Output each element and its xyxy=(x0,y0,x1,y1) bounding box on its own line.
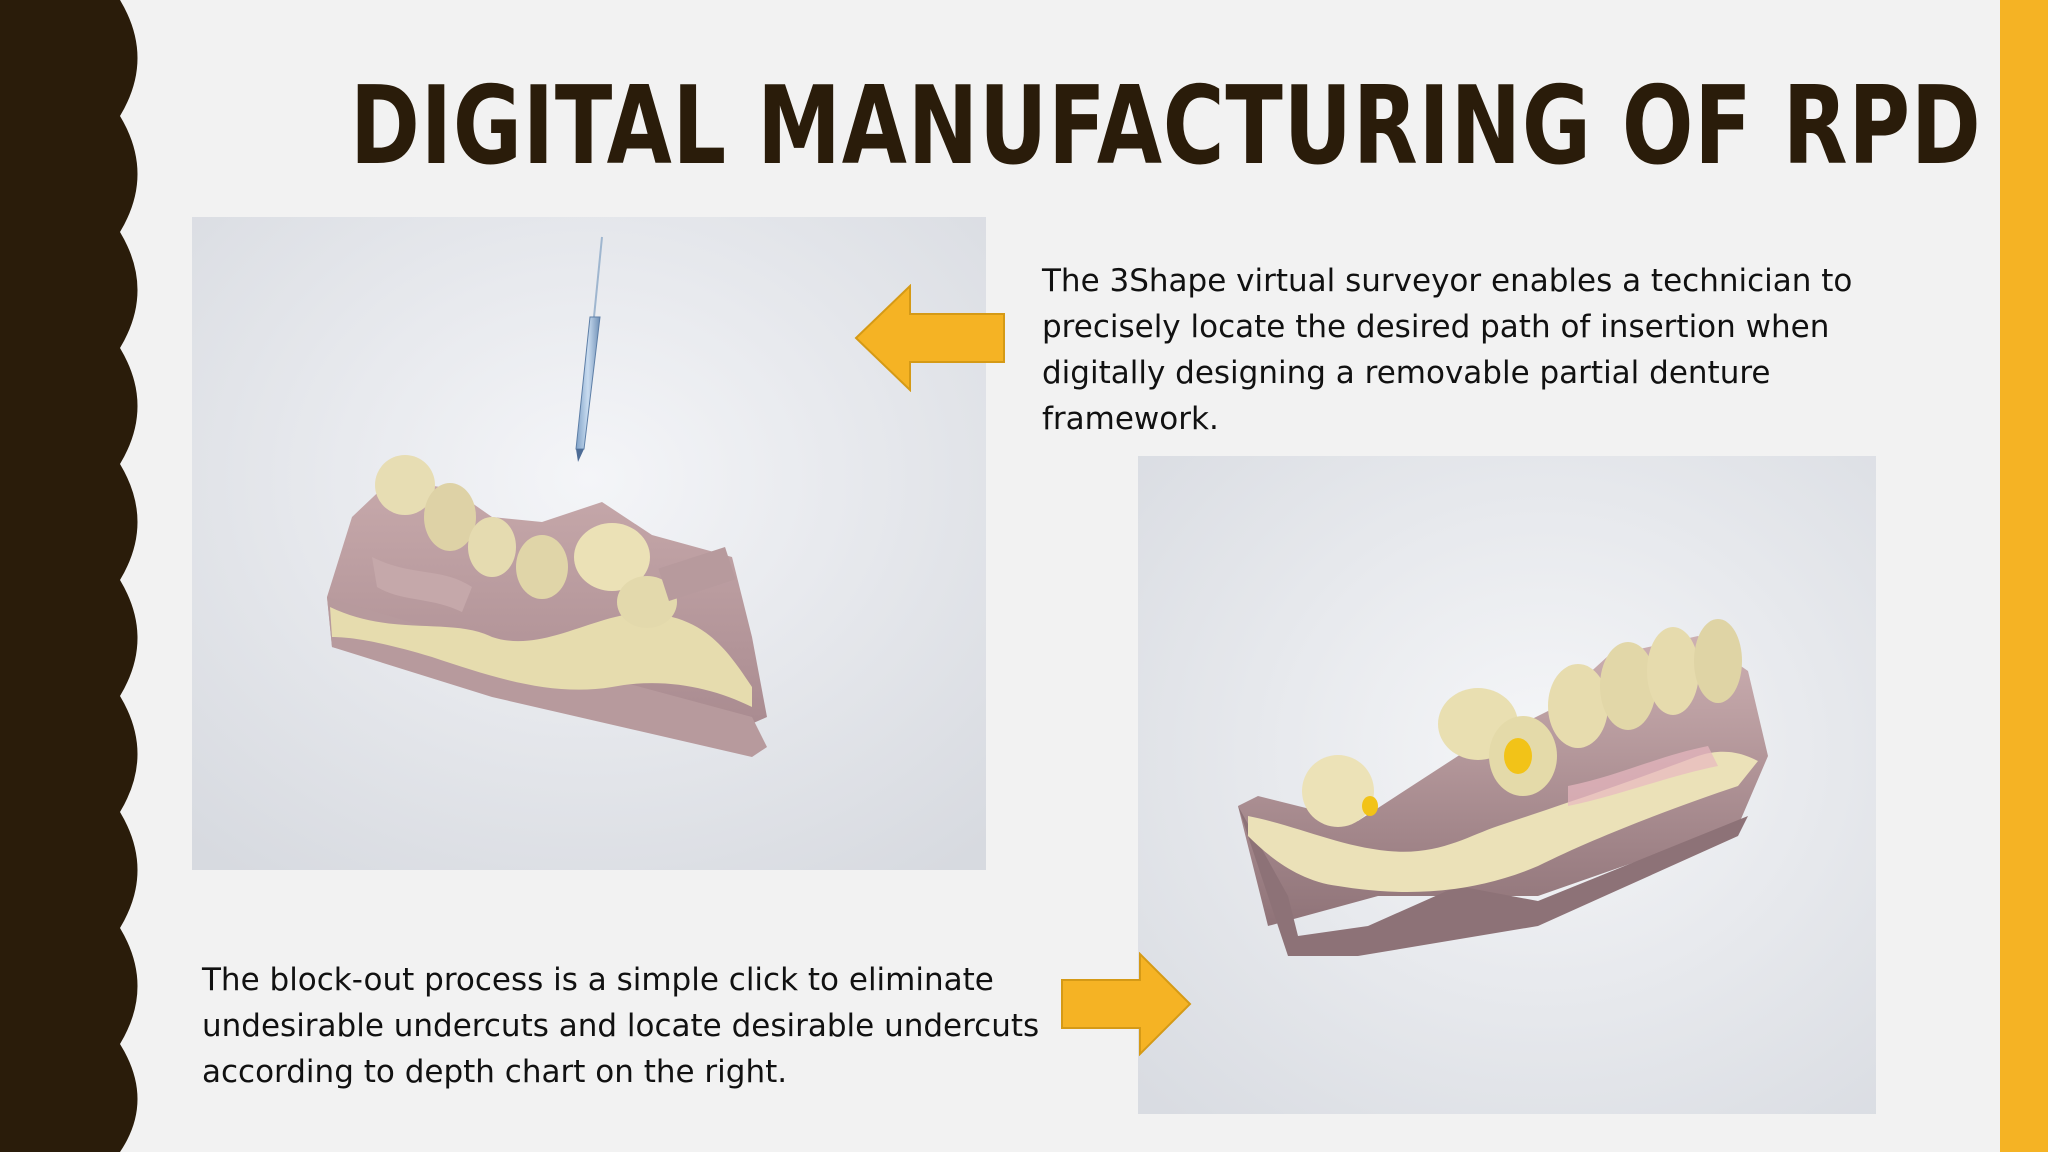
wavy-border xyxy=(0,0,138,1152)
block-out-image xyxy=(1138,456,1876,1114)
right-arrow-icon xyxy=(1061,952,1192,1056)
virtual-surveyor-image xyxy=(192,217,986,870)
surveyor-description: The 3Shape virtual surveyor enables a te… xyxy=(1042,263,1853,437)
left-arrow-icon xyxy=(854,284,1005,392)
slide-title: DIGITAL MANUFACTURING OF RPD xyxy=(350,64,1982,189)
right-accent-bar xyxy=(2000,0,2048,1152)
block-out-description: The block-out process is a simple click … xyxy=(202,962,1040,1090)
